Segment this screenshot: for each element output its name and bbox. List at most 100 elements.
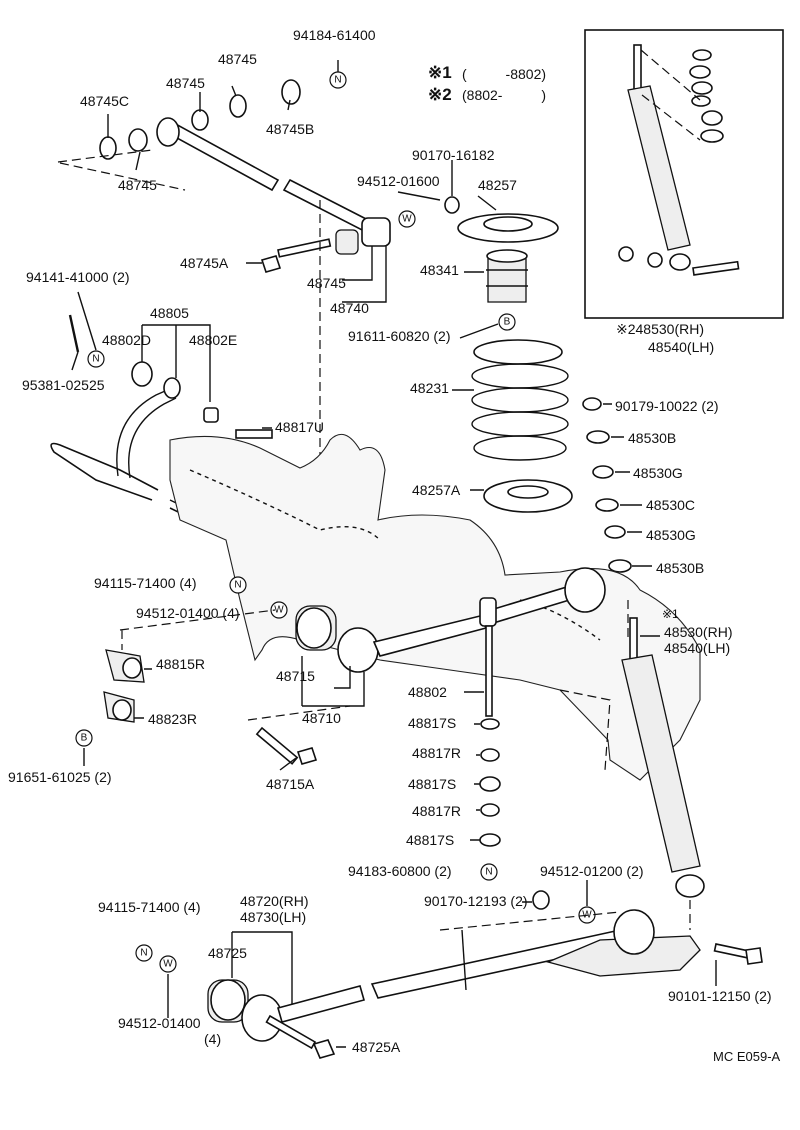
label-48725: 48725 xyxy=(208,945,247,961)
label-94184-61400: 94184-61400 xyxy=(293,27,376,43)
label-48745-lower: 48745 xyxy=(118,177,157,193)
bolt-48715A xyxy=(255,726,318,765)
label-94512-01400-low-qty: (4) xyxy=(204,1031,221,1047)
badge-b-91651: B xyxy=(75,729,93,747)
lower-control-arm xyxy=(207,909,701,1042)
nut-90170-12193 xyxy=(532,890,550,910)
badge-b-91611: B xyxy=(498,313,516,331)
bolt-90101-12150 xyxy=(713,943,763,965)
bolt-48725A xyxy=(265,1014,336,1059)
label-48745C: 48745C xyxy=(80,93,129,109)
label-48257A: 48257A xyxy=(412,482,461,498)
label-48530G-lower: 48530G xyxy=(646,527,696,543)
inset-shock-absorber xyxy=(618,44,740,276)
label-94115-71400-low: 94115-71400 (4) xyxy=(98,899,200,915)
label-48530C: 48530C xyxy=(646,497,695,513)
bracket-48823R xyxy=(103,691,135,723)
badge-n-94183: N xyxy=(480,863,498,881)
label-48530B-upper: 48530B xyxy=(628,430,676,446)
label-48745A: 48745A xyxy=(180,255,229,271)
label-48341: 48341 xyxy=(420,262,459,278)
label-94512-01400-mid: 94512-01400 (4) xyxy=(136,605,240,621)
badge-w-94512-01400-low-text: W xyxy=(163,959,173,970)
label-48540-lh: 48540(LH) xyxy=(664,640,730,656)
label-48257: 48257 xyxy=(478,177,517,193)
badge-n-94184: N xyxy=(329,71,347,89)
label-94512-01600: 94512-01600 xyxy=(357,173,440,189)
badge-n-94115-mid-text: N xyxy=(234,580,241,591)
label-48817R-2: 48817R xyxy=(412,803,461,819)
shock-absorber xyxy=(621,617,705,898)
badge-n-94183-text: N xyxy=(485,867,492,878)
end-link-bushing-stack xyxy=(479,718,501,847)
badge-b-91611-text: B xyxy=(504,317,511,328)
label-48745-left: 48745 xyxy=(166,75,205,91)
label-95381-02525: 95381-02525 xyxy=(22,377,105,393)
upper-spring-seat xyxy=(444,196,559,243)
label-48817S-1: 48817S xyxy=(408,715,456,731)
label-91651-61025: 91651-61025 (2) xyxy=(8,769,112,785)
label-48817S-3: 48817S xyxy=(406,832,454,848)
label-94115-71400-mid: 94115-71400 (4) xyxy=(94,575,196,591)
label-48530-rh-inset: ※248530(RH) xyxy=(616,321,704,337)
label-48231: 48231 xyxy=(410,380,449,396)
legend-note1-range: ( -8802) xyxy=(462,66,546,82)
label-48530-rh: 48530(RH) xyxy=(664,624,732,640)
label-91611-60820: 91611-60820 (2) xyxy=(348,328,450,344)
legend-note1-marker: ※1 xyxy=(428,63,452,82)
label-48817S-2: 48817S xyxy=(408,776,456,792)
label-48715A: 48715A xyxy=(266,776,315,792)
label-48715: 48715 xyxy=(276,668,315,684)
label-90179-10022: 90179-10022 (2) xyxy=(615,398,719,414)
label-48740: 48740 xyxy=(330,300,369,316)
label-90101-12150: 90101-12150 (2) xyxy=(668,988,772,1004)
label-48802E: 48802E xyxy=(189,332,237,348)
badge-w-94512-01400-mid-text: W xyxy=(274,605,284,616)
label-94512-01200: 94512-01200 (2) xyxy=(540,863,644,879)
inset-frame xyxy=(584,29,784,319)
badge-b-91651-text: B xyxy=(81,733,88,744)
label-94141-41000: 94141-41000 (2) xyxy=(26,269,130,285)
bracket-48815R xyxy=(105,649,145,683)
label-48805: 48805 xyxy=(150,305,189,321)
badge-w-94512-01400-mid: W xyxy=(270,601,288,619)
diagram-code: MC E059-A xyxy=(713,1049,781,1064)
shock-absorber-inset xyxy=(584,29,784,319)
label-48802D: 48802D xyxy=(102,332,151,348)
label-48540-lh-inset: 48540(LH) xyxy=(648,339,714,355)
label-48745-bottom: 48745 xyxy=(307,275,346,291)
label-48745B: 48745B xyxy=(266,121,314,137)
badge-n-94184-text: N xyxy=(334,75,341,86)
label-48802: 48802 xyxy=(408,684,447,700)
label-90170-16182: 90170-16182 xyxy=(412,147,495,163)
stabilizer-link-parts xyxy=(68,314,273,439)
coil-spring xyxy=(471,339,569,461)
label-48530B-lower: 48530B xyxy=(656,560,704,576)
label-48530G-upper: 48530G xyxy=(633,465,683,481)
inset-bushing-stack xyxy=(689,49,724,143)
label-48725A: 48725A xyxy=(352,1039,401,1055)
badge-n-94141-text: N xyxy=(92,354,99,365)
label-48817U: 48817U xyxy=(275,419,324,435)
badge-n-94115-low-text: N xyxy=(140,948,147,959)
badge-n-94115-mid: N xyxy=(229,576,247,594)
legend: ※1 ( -8802) ※2 (8802- ) xyxy=(428,63,546,104)
label-48745-top: 48745 xyxy=(218,51,257,67)
legend-note2-marker: ※2 xyxy=(428,85,452,104)
label-48530-note: ※1 xyxy=(662,607,679,621)
bump-stop xyxy=(486,249,528,303)
badge-n-94141: N xyxy=(87,350,105,368)
label-48817R-1: 48817R xyxy=(412,745,461,761)
lower-spring-seat xyxy=(483,479,573,513)
badge-w-94512-01600: W xyxy=(398,210,416,228)
label-94512-01400-low: 94512-01400 xyxy=(118,1015,201,1031)
upper-arm-bushings xyxy=(99,79,301,160)
legend-note2-range: (8802- ) xyxy=(462,87,546,103)
label-48823R: 48823R xyxy=(148,711,197,727)
label-48730-lh: 48730(LH) xyxy=(240,909,306,925)
upper-control-arm xyxy=(156,117,391,255)
stabilizer-end-link xyxy=(479,597,497,717)
badge-n-94115-low: N xyxy=(135,944,153,962)
shock-bushings-column xyxy=(582,397,632,573)
